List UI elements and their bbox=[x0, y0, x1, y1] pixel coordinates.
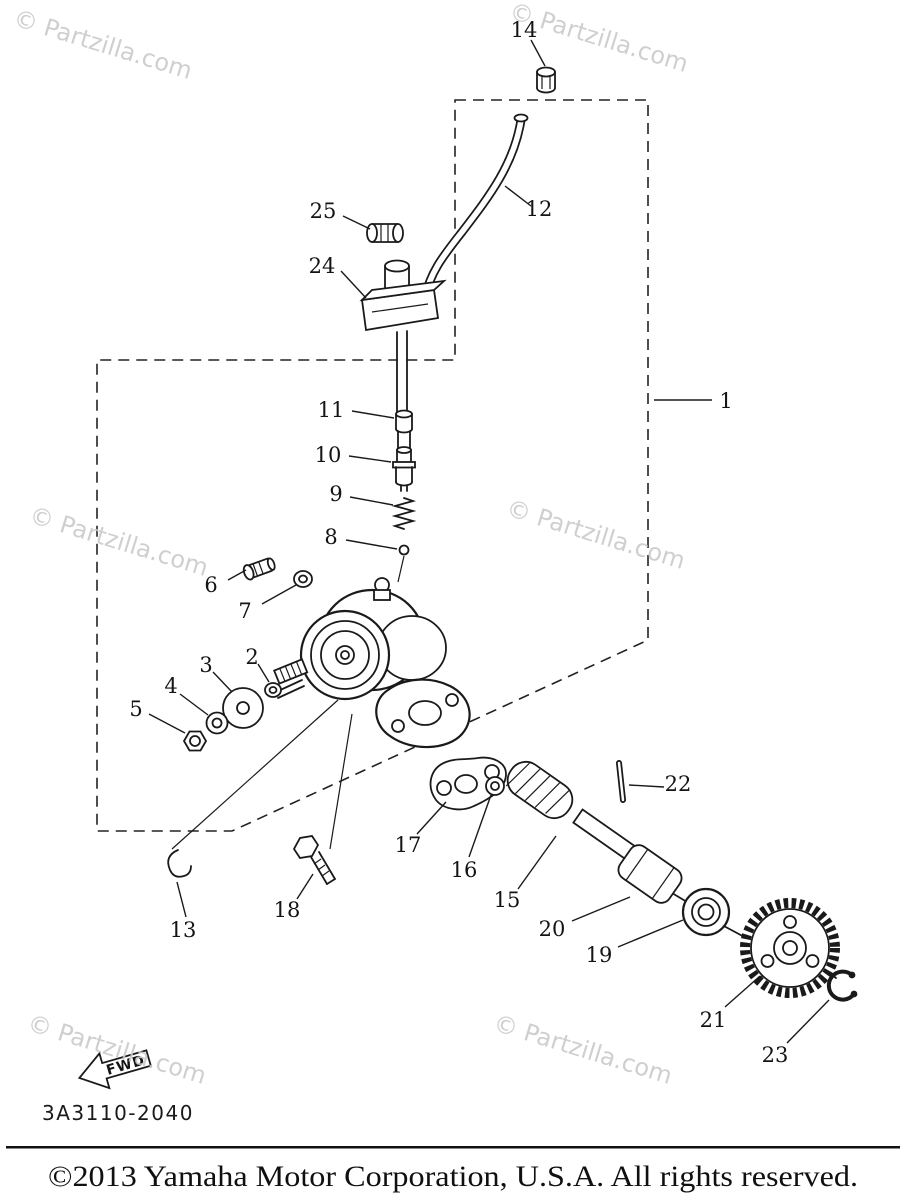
leader-10 bbox=[348, 455, 392, 463]
part-9-spring bbox=[391, 497, 417, 530]
part-22-pin bbox=[616, 760, 626, 803]
part-5-nut bbox=[182, 730, 208, 752]
part-16-washer bbox=[485, 776, 505, 796]
callout-25: 25 bbox=[310, 199, 337, 223]
callout-8: 8 bbox=[324, 525, 337, 549]
callout-23: 23 bbox=[762, 1043, 789, 1067]
callout-19: 19 bbox=[586, 943, 613, 967]
leader-3 bbox=[212, 671, 233, 693]
part-13-clip bbox=[167, 849, 192, 878]
leader-8 bbox=[345, 539, 398, 550]
part-7-washer bbox=[293, 570, 313, 588]
callout-14: 14 bbox=[511, 18, 538, 42]
leader-5 bbox=[148, 713, 186, 734]
leader-14 bbox=[530, 39, 546, 67]
leader-2 bbox=[257, 663, 270, 683]
leader-17 bbox=[416, 801, 447, 835]
leader-13 bbox=[176, 881, 187, 918]
guide-line-right bbox=[329, 713, 353, 850]
part-23-circlip bbox=[826, 969, 858, 1002]
callout-6: 6 bbox=[204, 573, 217, 597]
leader-15 bbox=[517, 835, 557, 890]
callout-17: 17 bbox=[395, 833, 422, 857]
assembly-boundary-outline bbox=[96, 99, 649, 832]
mounting-flange bbox=[375, 678, 471, 749]
part-2-washer bbox=[264, 682, 282, 698]
callout-13: 13 bbox=[170, 918, 197, 942]
leader-19 bbox=[617, 919, 684, 948]
callout-20: 20 bbox=[539, 917, 566, 941]
callout-1: 1 bbox=[719, 389, 732, 413]
callout-9: 9 bbox=[329, 482, 342, 506]
callout-16: 16 bbox=[451, 858, 478, 882]
part-21-drive-gear bbox=[740, 898, 840, 998]
callout-24: 24 bbox=[309, 254, 336, 278]
leader-4 bbox=[179, 693, 209, 716]
part-15-worm-shaft bbox=[505, 760, 837, 979]
leader-25 bbox=[342, 215, 371, 230]
leader-22 bbox=[628, 784, 665, 788]
callout-5: 5 bbox=[129, 697, 142, 721]
part-3-plate-washer bbox=[222, 687, 264, 729]
callout-3: 3 bbox=[199, 653, 212, 677]
callout-7: 7 bbox=[238, 599, 251, 623]
callout-4: 4 bbox=[164, 674, 177, 698]
ball-guide-line bbox=[397, 555, 405, 583]
part-20-collar bbox=[617, 844, 683, 904]
callout-10: 10 bbox=[315, 443, 342, 467]
leader-23 bbox=[786, 999, 830, 1044]
leader-11 bbox=[351, 410, 395, 419]
oil-pump-body bbox=[272, 577, 471, 749]
callout-18: 18 bbox=[274, 898, 301, 922]
part-4-washer bbox=[205, 711, 229, 735]
part-18-bolt bbox=[292, 835, 336, 885]
callout-11: 11 bbox=[318, 398, 345, 422]
part-19-bearing bbox=[681, 887, 731, 937]
diagram-code: 3A3110-2040 bbox=[42, 1101, 194, 1125]
part-12-oil-pipe bbox=[420, 113, 529, 299]
leader-21 bbox=[724, 975, 761, 1008]
footer-divider bbox=[6, 1146, 900, 1149]
callout-labels: 1 2 3 4 5 6 7 8 9 10 11 12 13 14 15 16 1… bbox=[129, 18, 788, 1067]
pump-inlet-fitting bbox=[373, 577, 391, 601]
part-11-bushing bbox=[395, 409, 413, 434]
part-6-bolt bbox=[242, 557, 276, 581]
callout-21: 21 bbox=[700, 1008, 727, 1032]
part-8-ball bbox=[398, 544, 410, 556]
leader-20 bbox=[571, 896, 631, 922]
callout-2: 2 bbox=[245, 645, 258, 669]
leader-9 bbox=[349, 496, 394, 506]
part-14-cap bbox=[536, 66, 556, 94]
part-24-bracket bbox=[359, 259, 447, 332]
leader-18 bbox=[296, 873, 314, 900]
callout-15: 15 bbox=[494, 888, 521, 912]
guide-line-left bbox=[171, 699, 339, 850]
pump-drive-shaft-end bbox=[272, 658, 309, 685]
part-25-sleeve bbox=[366, 223, 404, 243]
leader-12 bbox=[504, 185, 532, 207]
leader-16 bbox=[468, 794, 492, 858]
leader-24 bbox=[340, 270, 367, 299]
leader-7 bbox=[261, 584, 297, 605]
callout-22: 22 bbox=[665, 772, 692, 796]
callout-12: 12 bbox=[526, 197, 553, 221]
part-10-check-valve bbox=[392, 446, 416, 492]
copyright-text: ©2013 Yamaha Motor Corporation, U.S.A. A… bbox=[48, 1160, 858, 1193]
leader-6 bbox=[227, 569, 247, 581]
leader-lines bbox=[148, 39, 830, 1044]
suction-tube bbox=[396, 330, 411, 449]
